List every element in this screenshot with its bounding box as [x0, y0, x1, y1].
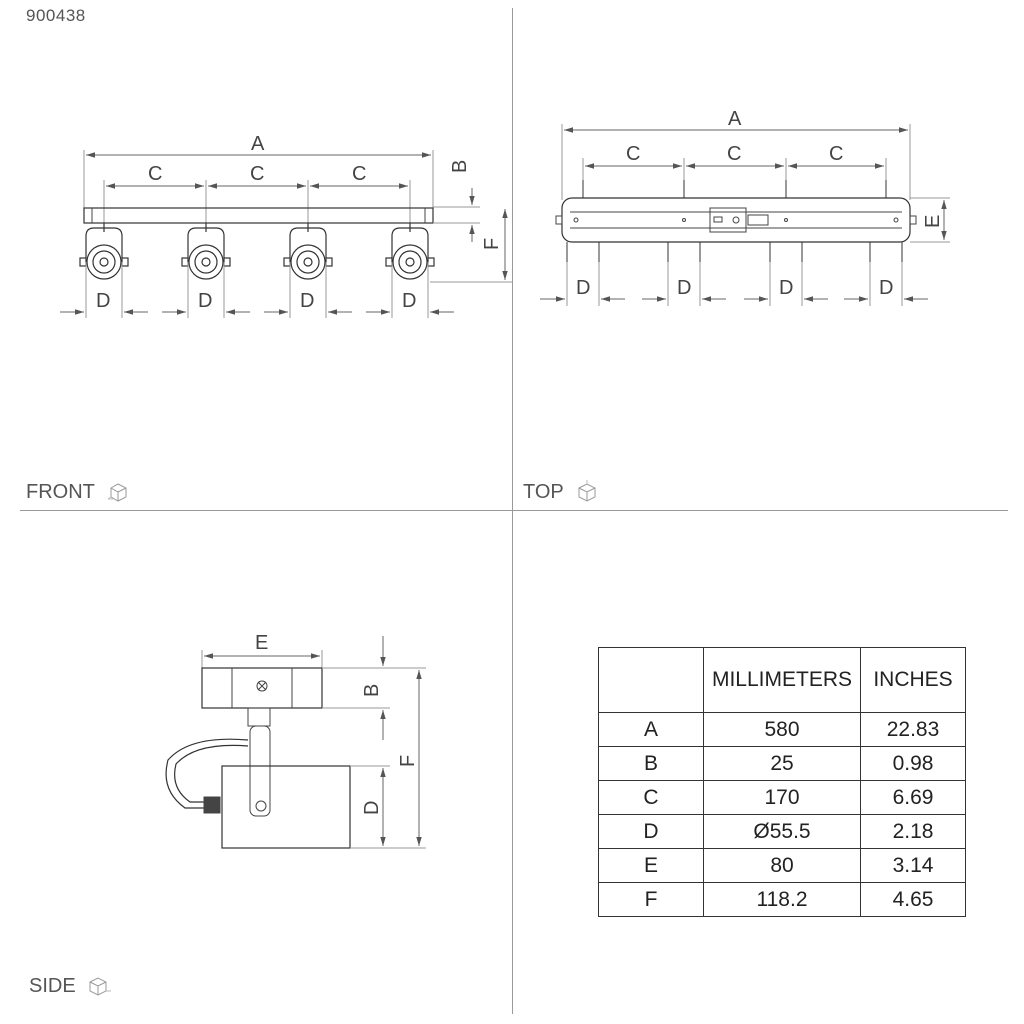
front-label-f: F: [481, 238, 503, 250]
row-mm: 80: [703, 848, 861, 883]
top-dimension-labels: A C C C D D D D E: [576, 108, 944, 299]
top-view-drawing: [540, 124, 950, 306]
row-mm: 25: [703, 746, 861, 781]
row-label: A: [598, 712, 704, 747]
dimension-table: MILLIMETERS INCHES A 580 22.83 B 25 0.98…: [598, 647, 966, 917]
top-label-c3: C: [829, 143, 843, 165]
row-label: D: [598, 814, 704, 849]
front-label-d1: D: [96, 290, 110, 312]
top-view-label: TOP: [523, 479, 600, 505]
front-label-c1: C: [148, 163, 162, 185]
table-row: B 25 0.98: [598, 746, 966, 781]
table-row: F 118.2 4.65: [598, 882, 966, 917]
row-label: F: [598, 882, 704, 917]
side-label-e: E: [255, 632, 268, 654]
table-header-cell: [598, 647, 704, 713]
top-label-c2: C: [727, 143, 741, 165]
front-view-label: FRONT: [26, 479, 131, 505]
top-label-d1: D: [576, 277, 590, 299]
row-label: E: [598, 848, 704, 883]
table-row: C 170 6.69: [598, 780, 966, 815]
top-label-a: A: [728, 108, 742, 130]
front-view-drawing: [60, 150, 512, 318]
front-label-c3: C: [352, 163, 366, 185]
row-inches: 22.83: [860, 712, 966, 747]
top-label-c1: C: [626, 143, 640, 165]
vertical-divider: [512, 8, 513, 1014]
row-inches: 0.98: [860, 746, 966, 781]
side-label-d: D: [361, 801, 383, 815]
cube-front-icon: [107, 483, 127, 502]
front-label-c2: C: [250, 163, 264, 185]
side-view-drawing: [165, 636, 426, 849]
row-inches: 6.69: [860, 780, 966, 815]
table-row: A 580 22.83: [598, 712, 966, 747]
side-label-b: B: [361, 684, 383, 697]
top-label-d2: D: [677, 277, 691, 299]
top-label-d3: D: [779, 277, 793, 299]
front-label-d3: D: [300, 290, 314, 312]
side-view-label: SIDE: [29, 973, 112, 999]
row-mm: Ø55.5: [703, 814, 861, 849]
row-inches: 2.18: [860, 814, 966, 849]
table-row: D Ø55.5 2.18: [598, 814, 966, 849]
front-dimension-labels: A C C C D D D D B F: [96, 133, 503, 312]
table-header-cell: INCHES: [860, 647, 966, 713]
horizontal-divider: [20, 510, 1008, 511]
front-label-d2: D: [198, 290, 212, 312]
front-label-a: A: [251, 133, 265, 155]
row-label: B: [598, 746, 704, 781]
table-header-row: MILLIMETERS INCHES: [598, 647, 966, 713]
top-label-d4: D: [879, 277, 893, 299]
row-label: C: [598, 780, 704, 815]
top-view-title: TOP: [523, 480, 564, 503]
side-dimension-labels: E B D F: [255, 632, 419, 815]
front-label-b: B: [449, 160, 471, 173]
row-inches: 4.65: [860, 882, 966, 917]
side-view-title: SIDE: [29, 974, 76, 997]
row-mm: 580: [703, 712, 861, 747]
top-label-e: E: [922, 215, 944, 228]
table-header-cell: MILLIMETERS: [703, 647, 861, 713]
side-label-f: F: [397, 755, 419, 767]
front-label-d4: D: [402, 290, 416, 312]
row-mm: 170: [703, 780, 861, 815]
row-inches: 3.14: [860, 848, 966, 883]
cube-side-icon: [89, 977, 111, 996]
cube-top-icon: [578, 480, 596, 502]
front-view-title: FRONT: [26, 480, 95, 503]
table-row: E 80 3.14: [598, 848, 966, 883]
row-mm: 118.2: [703, 882, 861, 917]
product-code: 900438: [26, 6, 86, 25]
